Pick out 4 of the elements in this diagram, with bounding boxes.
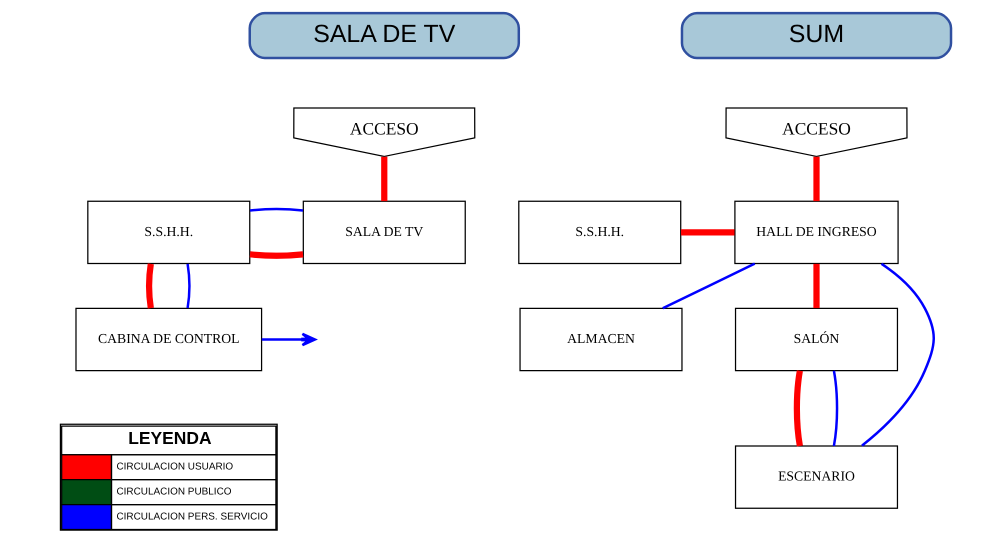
legend-label: CIRCULACION PERS. SERVICIO [116,511,268,522]
label: LEYENDA [128,428,212,448]
legend-label: CIRCULACION USUARIO [116,462,234,473]
legend-label: CIRCULACION PUBLICO [116,486,232,498]
